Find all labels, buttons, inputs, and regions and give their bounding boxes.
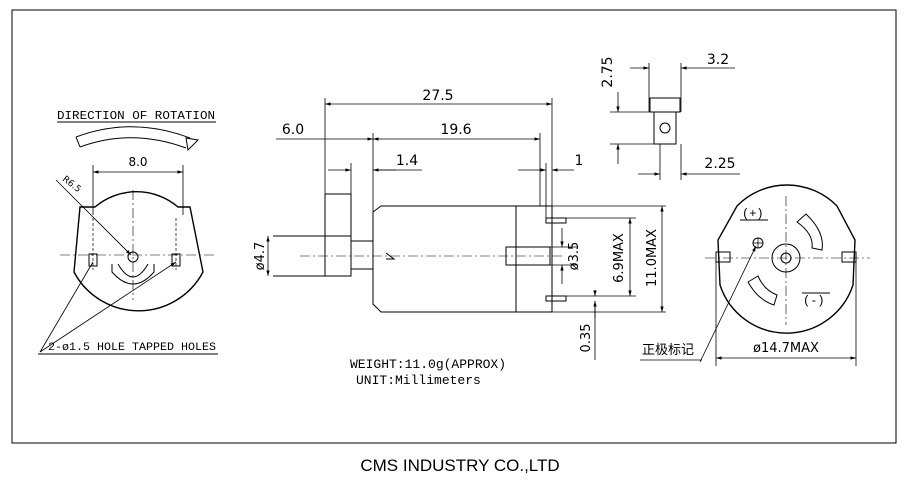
diameter-dim: ø14.7MAX (753, 341, 819, 356)
unit-note: UNIT:Millimeters (356, 373, 481, 388)
overall-length-dim: 27.5 (422, 88, 453, 104)
radius-dim: R6.5 (60, 174, 82, 195)
rotation-label: DIRECTION OF ROTATION (57, 109, 215, 123)
terminal-offset-dim: 0.35 (579, 324, 594, 353)
drawing-frame (11, 9, 897, 444)
terminal-detail: 3.2 2.75 2.25 (600, 52, 740, 180)
polarity-mark-label: 正极标记 (642, 343, 694, 358)
boss-dia-dim: ø3.5 (567, 242, 582, 271)
body-height-dim: 6.9MAX (612, 233, 627, 283)
right-end-view: (+) (-) 正极标记 ø14.7MAX (640, 184, 870, 366)
pulley-length-dim: 6.0 (282, 122, 304, 138)
rotation-arrow-icon (75, 126, 200, 152)
shaft-dia-dim: ø4.7 (253, 242, 268, 271)
body-width-dim: 11.0MAX (645, 229, 660, 287)
width-dim-8-0: 8.0 (128, 155, 147, 169)
dim-1-4: 1.4 (396, 153, 418, 169)
plus-label: (+) (742, 207, 764, 221)
holes-note: 2-ø1.5 HOLE TAPPED HOLES (48, 342, 216, 354)
terminal-width-dim: 3.2 (707, 52, 729, 68)
side-view: 27.5 19.6 6.0 1.4 1 ø4.7 ø3.5 6.9MAX 11.… (253, 88, 666, 360)
left-end-view: DIRECTION OF ROTATION 8.0 R6.5 (38, 109, 218, 355)
weight-note: WEIGHT:11.0g(APPROX) (350, 357, 506, 372)
company-name: CMS INDUSTRY CO.,LTD (360, 456, 560, 475)
body-length-dim: 19.6 (440, 122, 471, 138)
minus-label: (-) (803, 294, 825, 308)
dim-1: 1 (575, 153, 584, 169)
terminal-height-dim: 2.75 (600, 56, 616, 87)
terminal-offset-225: 2.25 (704, 156, 735, 172)
